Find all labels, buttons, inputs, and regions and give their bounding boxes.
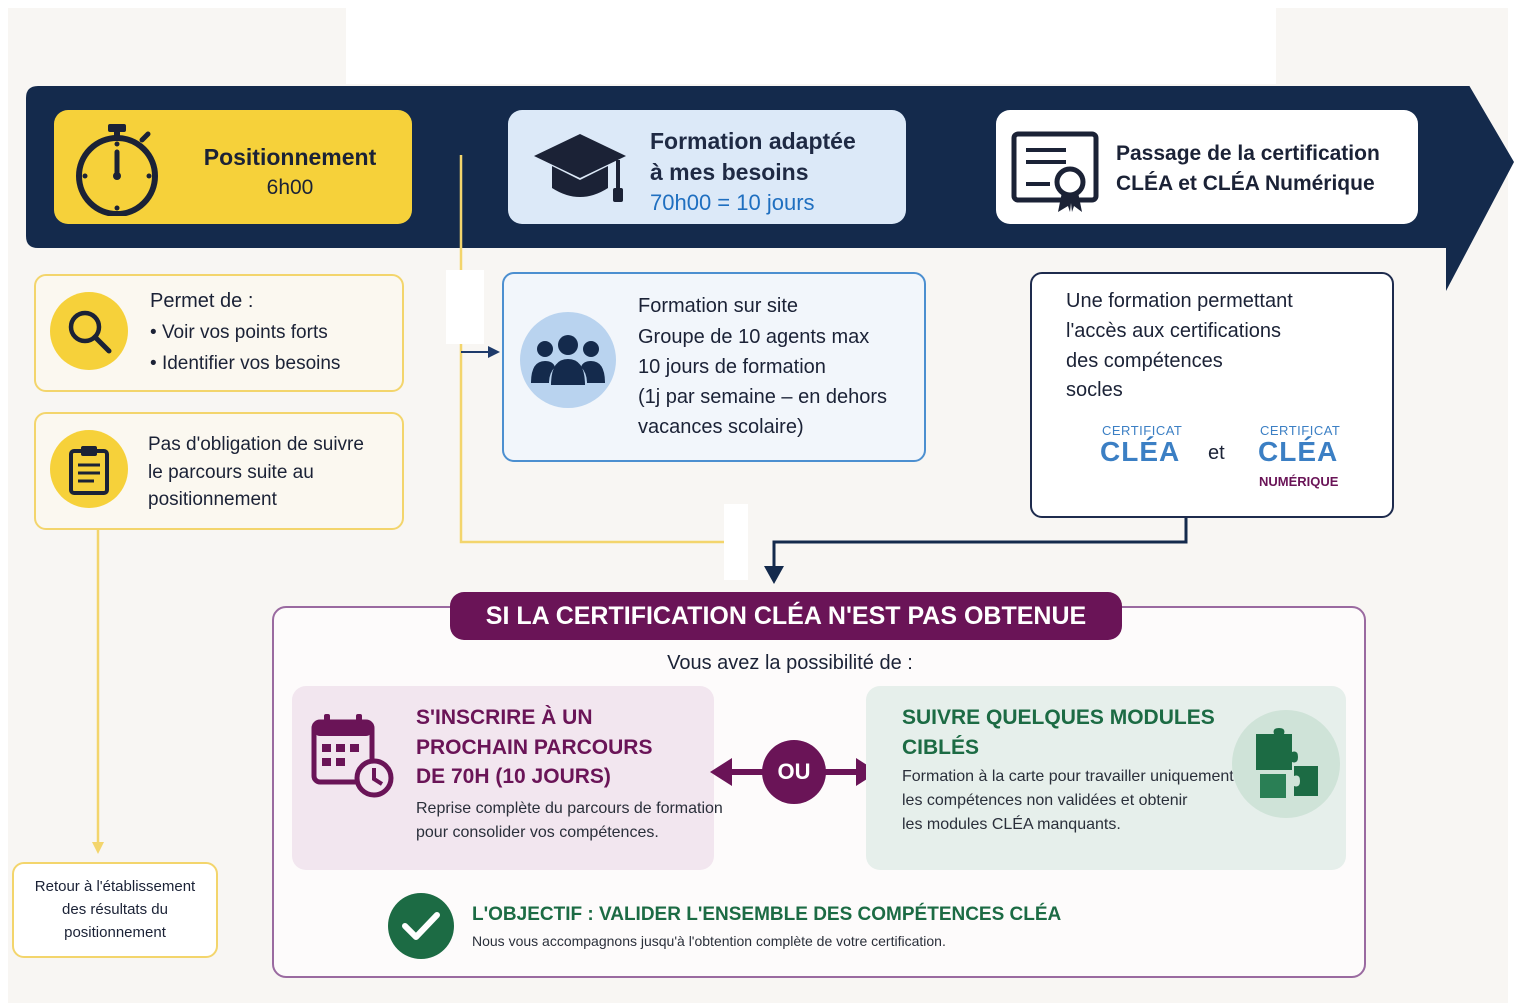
search-icon: [50, 292, 128, 370]
option2-title-line: SUIVRE QUELQUES MODULES: [902, 706, 1215, 729]
no-obligation-line: le parcours suite au: [148, 462, 314, 483]
overlay-patch: [724, 504, 748, 580]
option2-text-line: les compétences non validées et obtenir: [902, 792, 1188, 809]
clea-numerique-logo-top: CERTIFICAT: [1260, 423, 1341, 438]
stopwatch-icon: [72, 120, 162, 217]
formation-line: Formation sur site: [638, 295, 799, 317]
option1-title-line: S'INSCRIRE À UN: [416, 706, 593, 729]
formation-line: 10 jours de formation: [638, 356, 826, 378]
certification-line: socles: [1066, 379, 1123, 401]
certification-line: Une formation permettant: [1066, 290, 1293, 312]
option2-title-line: CIBLÉS: [902, 736, 980, 759]
overlay-patch: [446, 270, 484, 344]
no-obligation-line: positionnement: [148, 489, 277, 510]
option1-title-line: PROCHAIN PARCOURS: [416, 736, 653, 759]
stage-certification-line2: CLÉA et CLÉA Numérique: [1116, 172, 1375, 195]
or-badge: OU: [762, 740, 826, 804]
background-top-gap: [346, 8, 1276, 84]
clea-numerique-logo: CLÉA: [1258, 436, 1339, 467]
failure-intro: Vous avez la possibilité de :: [667, 652, 913, 674]
objective-text: Nous vous accompagnons jusqu'à l'obtenti…: [472, 933, 946, 949]
failure-banner: SI LA CERTIFICATION CLÉA N'EST PAS OBTEN…: [450, 592, 1122, 640]
benefits-heading: Permet de :: [150, 290, 254, 312]
option1-title-line: DE 70H (10 JOURS): [416, 765, 611, 788]
clea-logo-top: CERTIFICAT: [1102, 423, 1183, 438]
formation-line: (1j par semaine – en dehors: [638, 386, 888, 408]
stage-formation-line1: Formation adaptée: [650, 128, 856, 154]
retour-line: positionnement: [64, 924, 166, 941]
formation-line: vacances scolaire): [638, 416, 804, 438]
option2-text-line: les modules CLÉA manquants.: [902, 816, 1121, 833]
retour-line: Retour à l'établissement: [34, 878, 196, 895]
puzzle-icon: [1232, 710, 1340, 818]
certification-line: l'accès aux certifications: [1066, 320, 1282, 342]
option1-text-line: Reprise complète du parcours de formatio…: [416, 800, 723, 817]
calendar-clock-icon: [308, 712, 398, 802]
formation-line: Groupe de 10 agents max: [638, 326, 870, 348]
stage-positionnement-duration: 6h00: [266, 176, 314, 199]
group-icon: [520, 312, 616, 408]
stage-certification-line1: Passage de la certification: [1116, 142, 1380, 165]
clipboard-icon: [50, 430, 128, 508]
no-obligation-line: Pas d'obligation de suivre: [148, 434, 364, 455]
clea-logo: CLÉA: [1100, 436, 1181, 467]
check-icon: [388, 893, 454, 959]
benefit-item: • Voir vos points forts: [150, 322, 328, 343]
clea-numerique-logo-sub: NUMÉRIQUE: [1259, 474, 1339, 489]
retour-line: des résultats du: [62, 901, 168, 918]
certification-access-card: [1030, 272, 1394, 518]
option1-text-line: pour consolider vos compétences.: [416, 824, 659, 841]
logo-connector: et: [1208, 442, 1225, 464]
stage-positionnement-title: Positionnement: [203, 144, 377, 170]
benefit-item: • Identifier vos besoins: [150, 353, 341, 374]
certificate-icon: [1010, 128, 1100, 214]
option2-text-line: Formation à la carte pour travailler uni…: [902, 768, 1234, 785]
graduation-cap-icon: [530, 126, 630, 210]
stage-formation-line2: à mes besoins: [650, 159, 809, 185]
objective-title: L'OBJECTIF : VALIDER L'ENSEMBLE DES COMP…: [472, 904, 1062, 925]
stage-formation-duration: 70h00 = 10 jours: [650, 190, 815, 215]
certification-line: des compétences: [1066, 350, 1223, 372]
retour-card: [12, 862, 218, 958]
